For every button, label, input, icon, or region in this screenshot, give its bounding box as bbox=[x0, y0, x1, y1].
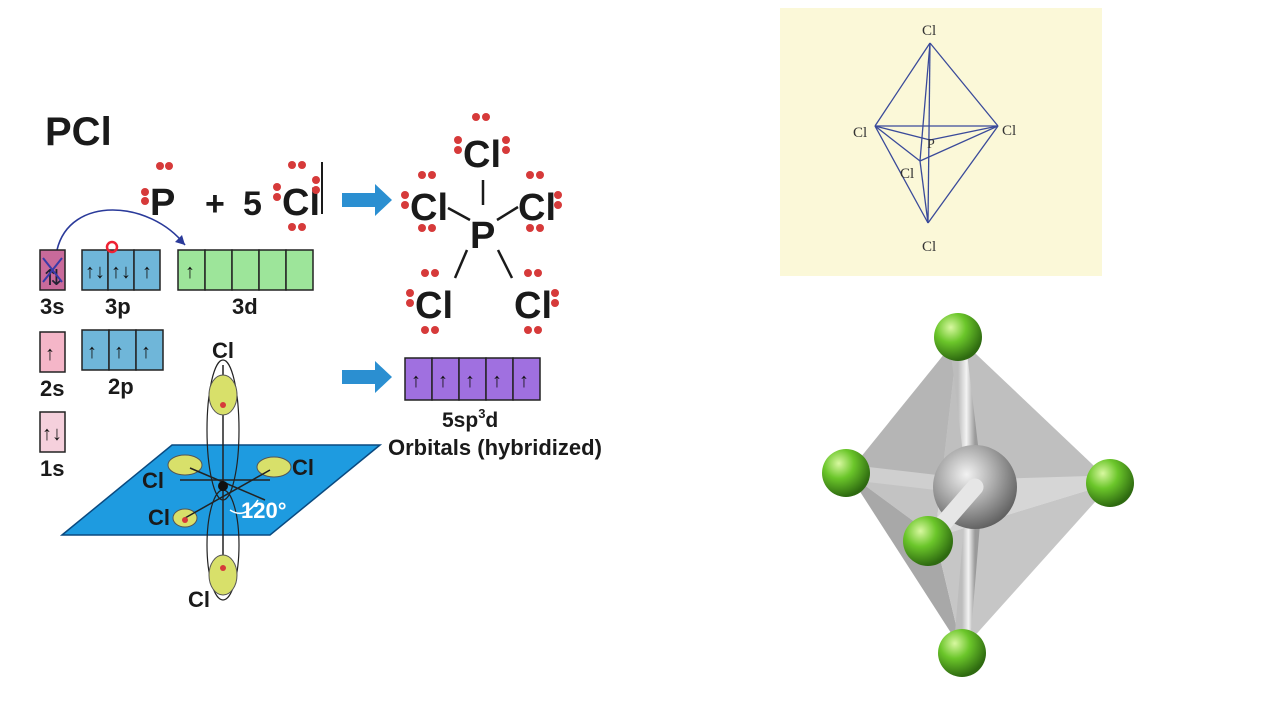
svg-text:↑: ↑ bbox=[492, 370, 502, 392]
lewis-cl-top: Cl bbox=[463, 134, 501, 176]
label-3p: 3p bbox=[105, 294, 131, 319]
orbital-3s: ⇅ 3s bbox=[39, 249, 66, 319]
promotion-arrow bbox=[56, 209, 186, 251]
hybrid-orbitals: ↑ ↑ ↑ ↑ ↑ 5sp3d Orbitals (hybridized) bbox=[388, 357, 602, 460]
equation-p: P bbox=[150, 182, 175, 224]
svg-text:⇅: ⇅ bbox=[44, 265, 62, 290]
svg-text:↑: ↑ bbox=[185, 261, 195, 283]
equation: P + 5 Cl bbox=[141, 161, 323, 231]
tbp-center-p: P bbox=[927, 137, 935, 152]
cl-atom-left bbox=[822, 449, 870, 497]
cl-atom-right bbox=[1086, 459, 1134, 507]
geo-cl-bottom: Cl bbox=[188, 587, 210, 612]
hybrid-label: 5sp3d bbox=[442, 406, 498, 432]
svg-text:↑↓: ↑↓ bbox=[111, 261, 131, 283]
label-2s: 2s bbox=[40, 376, 64, 401]
label-2p: 2p bbox=[108, 374, 134, 399]
reaction-arrow bbox=[342, 184, 392, 216]
lewis-structure: P Cl Cl Cl Cl Cl bbox=[401, 113, 562, 334]
hybridization-svg: PCl P + 5 Cl P Cl Cl Cl Cl Cl bbox=[39, 110, 602, 612]
svg-text:↑: ↑ bbox=[438, 370, 448, 392]
orbital-2s: ↑ 2s bbox=[39, 331, 66, 401]
svg-text:↑: ↑ bbox=[519, 370, 529, 392]
geo-cl-left: Cl bbox=[142, 468, 164, 493]
svg-text:↑: ↑ bbox=[465, 370, 475, 392]
lewis-center-p: P bbox=[470, 215, 495, 257]
cl-atom-top bbox=[934, 313, 982, 361]
svg-text:↑↓: ↑↓ bbox=[42, 423, 62, 445]
tbp-cl-top: Cl bbox=[922, 23, 936, 39]
geo-cl-right: Cl bbox=[292, 455, 314, 480]
lewis-cl-right: Cl bbox=[518, 187, 556, 229]
page-title: PCl bbox=[45, 110, 112, 154]
label-3d: 3d bbox=[232, 294, 258, 319]
tbp-wireframe-svg: Cl Cl Cl Cl Cl P bbox=[853, 23, 1016, 255]
orbital-geometry: Cl Cl Cl Cl Cl 120° bbox=[59, 338, 383, 612]
svg-text:↑: ↑ bbox=[141, 341, 151, 363]
lewis-cl-bottom-right: Cl bbox=[514, 285, 552, 327]
svg-text:↑: ↑ bbox=[87, 341, 97, 363]
tbp-cl-bottom: Cl bbox=[922, 239, 936, 255]
hybridization-arrow bbox=[342, 361, 392, 393]
geo-cl-front: Cl bbox=[148, 505, 170, 530]
svg-text:↑: ↑ bbox=[114, 341, 124, 363]
orbital-3p: ↑↓ ↑↓ ↑ 3p bbox=[81, 240, 161, 319]
svg-text:↑: ↑ bbox=[411, 370, 421, 392]
equation-coefficient: 5 bbox=[243, 185, 262, 223]
cl-lone-dots bbox=[273, 161, 320, 231]
label-1s: 1s bbox=[40, 456, 64, 481]
tbp-cl-left: Cl bbox=[853, 125, 867, 141]
orbital-2p: ↑ ↑ ↑ 2p bbox=[81, 329, 164, 399]
lewis-lone-pairs bbox=[401, 113, 562, 334]
p-lone-dots bbox=[141, 162, 173, 205]
geo-cl-top: Cl bbox=[212, 338, 234, 363]
equation-plus: + bbox=[205, 185, 225, 223]
tbp-cl-right: Cl bbox=[1002, 123, 1016, 139]
svg-text:↑: ↑ bbox=[142, 261, 152, 283]
lewis-cl-bottom-left: Cl bbox=[415, 285, 453, 327]
tbp-cl-front: Cl bbox=[900, 166, 914, 182]
lewis-cl-left: Cl bbox=[410, 187, 448, 229]
ball-stick-svg bbox=[822, 313, 1134, 677]
bond-angle: 120° bbox=[241, 498, 287, 523]
svg-text:↑↓: ↑↓ bbox=[85, 261, 105, 283]
cl-atom-front bbox=[903, 516, 953, 566]
cl-atom-bottom bbox=[938, 629, 986, 677]
svg-text:↑: ↑ bbox=[45, 343, 55, 365]
tbp-wireframe-panel: Cl Cl Cl Cl Cl P bbox=[780, 8, 1102, 276]
label-3s: 3s bbox=[40, 294, 64, 319]
orbital-1s: ↑↓ 1s bbox=[39, 411, 66, 481]
hybrid-caption: Orbitals (hybridized) bbox=[388, 435, 602, 460]
ball-stick-model bbox=[810, 305, 1150, 695]
orbital-3d: ↑ 3d bbox=[177, 249, 314, 319]
hybridization-diagram: PCl P + 5 Cl P Cl Cl Cl Cl Cl bbox=[30, 100, 630, 620]
